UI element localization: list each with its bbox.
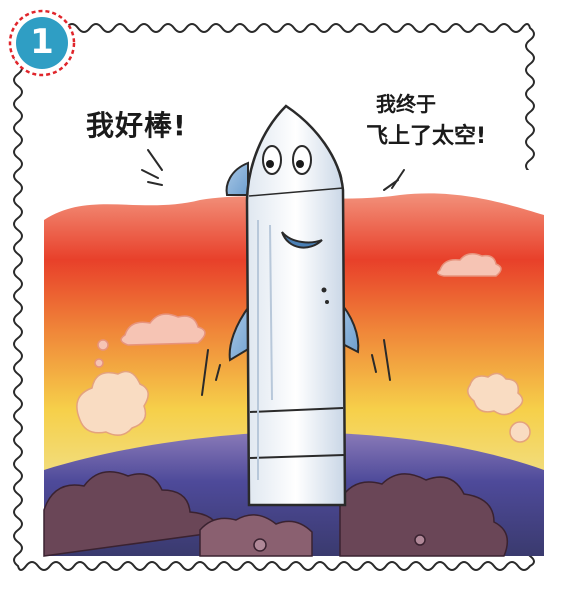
speech-left: 我好棒! bbox=[86, 109, 187, 142]
cream-clouds bbox=[76, 370, 531, 443]
small-clouds bbox=[94, 253, 502, 368]
rocket-left-eye bbox=[262, 145, 282, 175]
rocket-body bbox=[245, 104, 347, 507]
motion-lines bbox=[141, 149, 405, 396]
panel-number-label: 1 bbox=[30, 22, 54, 62]
panel-number-badge bbox=[16, 17, 68, 69]
rocket-right-eye bbox=[292, 145, 312, 175]
panel-border bbox=[13, 23, 535, 571]
speech-right-line2: 飞上了太空! bbox=[366, 124, 487, 149]
rocket-smile bbox=[281, 231, 323, 249]
rocket-character bbox=[225, 104, 360, 507]
rocket-left-fin-top bbox=[225, 161, 249, 196]
speech-right-line1: 我终于 bbox=[376, 92, 436, 116]
panel-number: 1 bbox=[13, 14, 71, 72]
smoke-clouds bbox=[43, 471, 509, 557]
